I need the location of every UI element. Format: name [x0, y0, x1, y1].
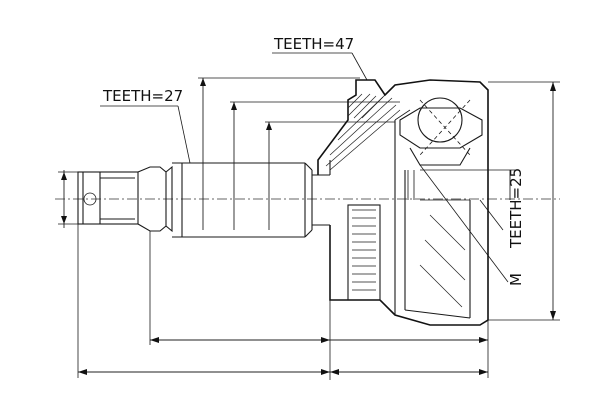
- outer-diameter-dimension: [470, 81, 560, 321]
- ball: [417, 97, 463, 143]
- abs-ring: [347, 204, 381, 301]
- length-dimensions: [77, 224, 489, 380]
- leader-teeth-25: [479, 199, 504, 231]
- threaded-stub: [77, 165, 173, 233]
- diameter-dimensions: [58, 77, 400, 230]
- leader-teeth-47-b: [351, 52, 368, 81]
- label-teeth-25: TEETH=25: [507, 168, 525, 249]
- label-teeth-47: TEETH=47: [273, 35, 354, 53]
- leader-teeth-27-b: [177, 105, 191, 164]
- outer-race: [317, 79, 489, 326]
- label-teeth-27: TEETH=27: [102, 87, 183, 105]
- flange-hatch: [325, 93, 401, 171]
- leader-m: [419, 164, 509, 283]
- spline-shaft: [172, 162, 330, 238]
- label-thread-m: M: [507, 273, 525, 286]
